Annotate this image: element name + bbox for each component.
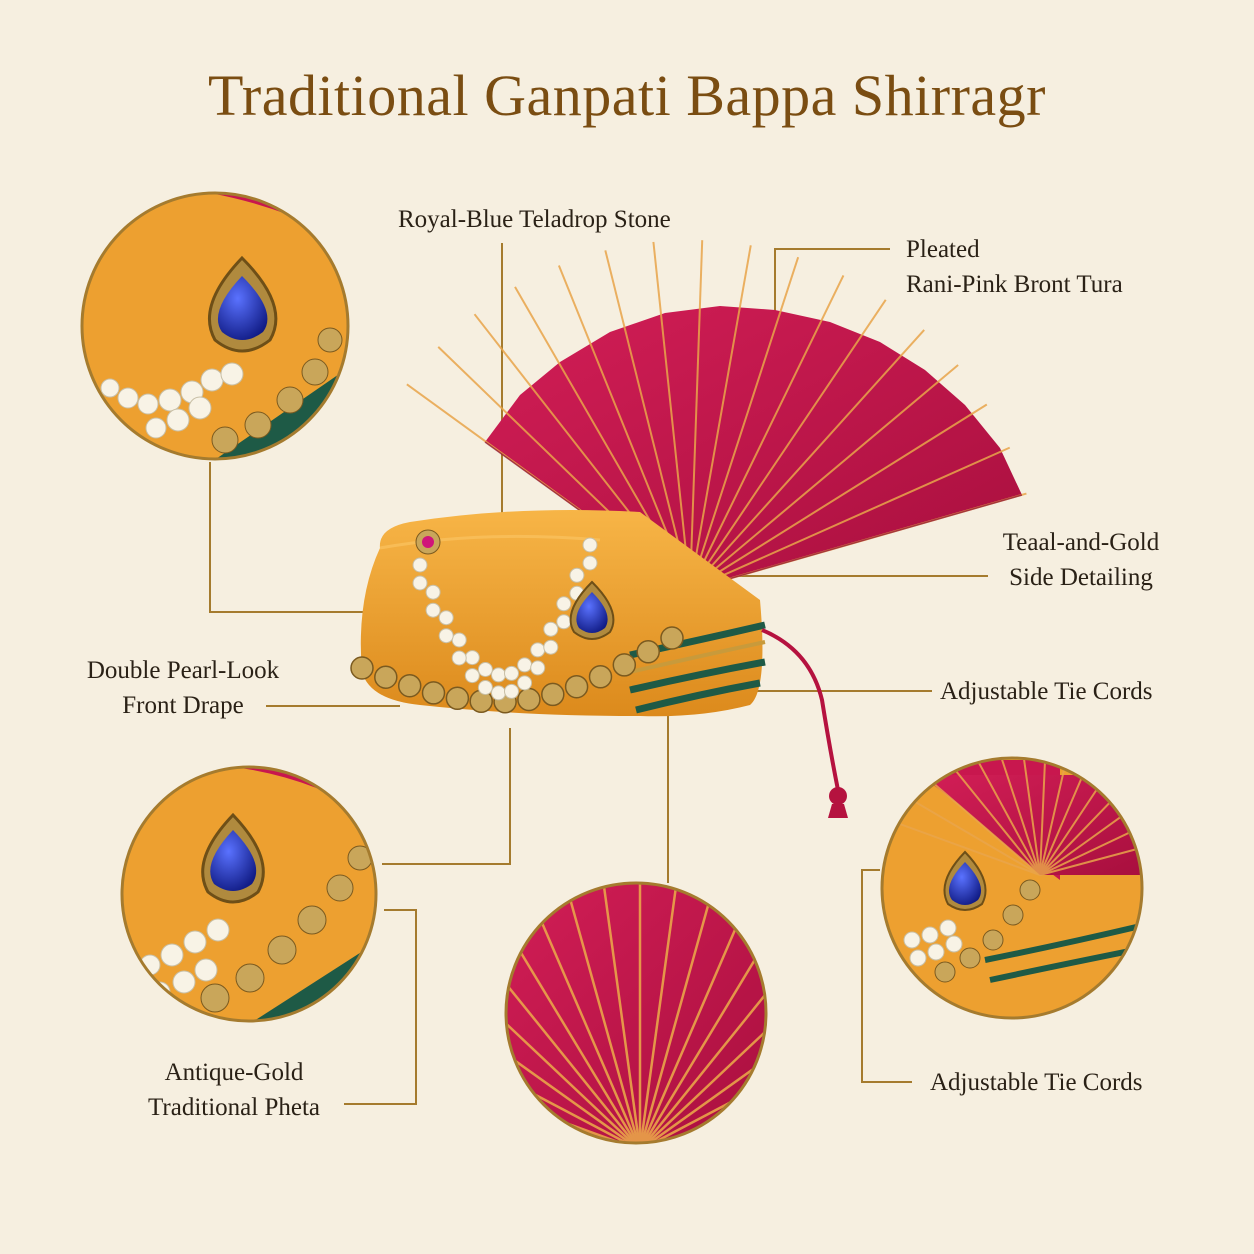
label-pearl-line1: Double Pearl-Look <box>86 657 280 684</box>
label-pleated-line1: Pleated <box>906 236 980 263</box>
label-pearl-line2: Front Drape <box>122 692 244 719</box>
pearl-drape <box>412 537 598 701</box>
turban-main <box>350 240 1027 818</box>
label-tie-cords: Adjustable Tie Cords <box>940 674 1153 709</box>
detail-circle-fan <box>504 881 768 1145</box>
label-pearl-drape: Double Pearl-Look Front Drape <box>72 653 294 723</box>
coin-band <box>350 626 684 714</box>
leader-pearl-drape <box>209 462 412 613</box>
label-teal-line1: Teaal-and-Gold <box>1002 529 1160 556</box>
leader-lines <box>209 243 988 1105</box>
label-pheta-line2: Traditional Pheta <box>148 1094 320 1121</box>
leader-pheta <box>344 909 417 1105</box>
label-teal-detailing: Teaal-and-Gold Side Detailing <box>986 525 1176 595</box>
detail-circle-pheta <box>120 765 378 1023</box>
label-blue-stone: Royal-Blue Teladrop Stone <box>398 202 671 237</box>
label-pleated-line2: Rani-Pink Bront Tura <box>906 271 1123 298</box>
label-pleated-fan: Pleated Rani-Pink Bront Tura <box>906 232 1123 302</box>
label-blue-stone-text: Royal-Blue Teladrop Stone <box>398 206 671 233</box>
pink-jewel <box>415 529 441 555</box>
label-pheta-line1: Antique-Gold <box>164 1059 304 1086</box>
label-tie-cords-2-text: Adjustable Tie Cords <box>930 1069 1143 1096</box>
label-tie-cords-2: Adjustable Tie Cords <box>930 1065 1143 1100</box>
leader-pheta-top <box>382 728 511 865</box>
detail-circle-blue-stone <box>80 191 350 461</box>
label-tie-cords-text: Adjustable Tie Cords <box>940 678 1153 705</box>
label-teal-line2: Side Detailing <box>1009 564 1153 591</box>
leader-right-circle <box>861 869 912 1083</box>
page-title: Traditional Ganpati Bappa Shirragr <box>208 63 1046 128</box>
detail-circle-side <box>880 756 1144 1020</box>
blue-teardrop-stone <box>569 580 615 640</box>
label-pheta: Antique-Gold Traditional Pheta <box>128 1055 340 1125</box>
tie-cord <box>761 628 848 818</box>
